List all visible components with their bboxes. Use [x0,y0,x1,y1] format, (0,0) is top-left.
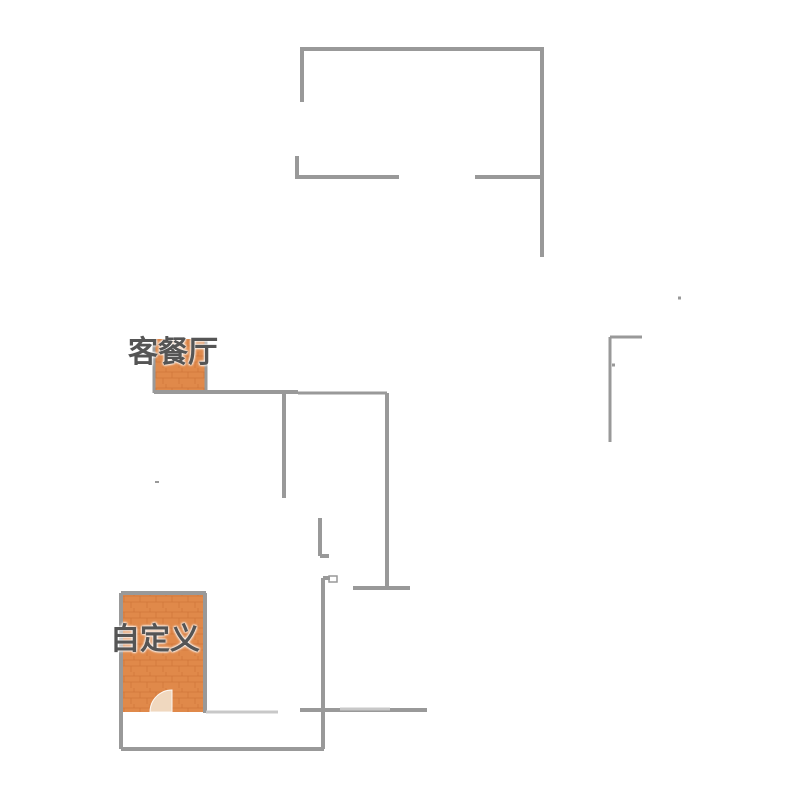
living-room-floor [155,339,205,392]
top-room-walls [295,47,544,257]
small-fixture [328,575,338,583]
door-swing [149,689,173,713]
middle-walls [154,390,410,590]
room-label-living: 客餐厅 [128,335,218,370]
living-room-walls [152,339,208,393]
window-openings [206,707,390,714]
room-label-custom: 自定义 [110,622,200,657]
right-wall-fragments [608,296,681,442]
